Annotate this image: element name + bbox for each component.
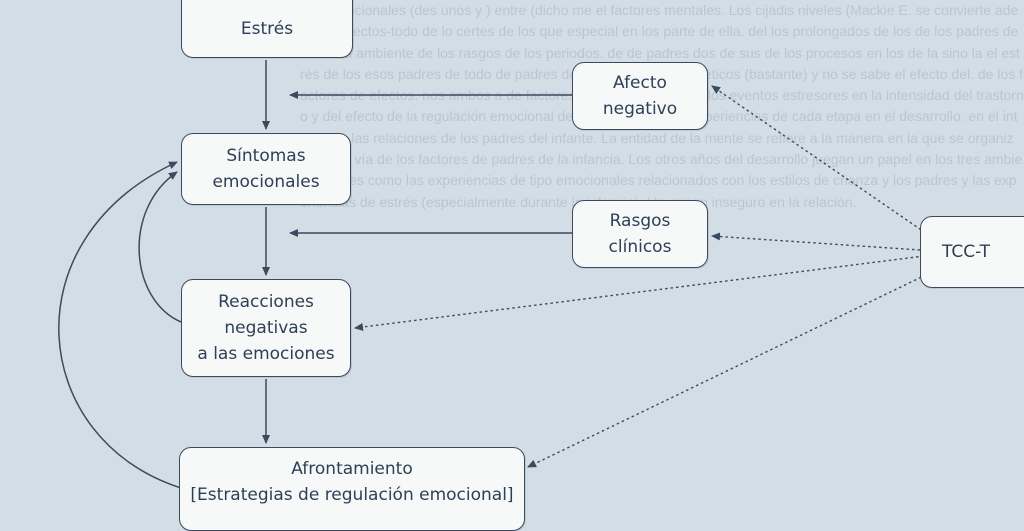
node-reacciones-label: Reacciones negativas a las emociones xyxy=(197,292,335,364)
node-rasgos-clinicos: Rasgos clínicos xyxy=(572,200,708,268)
dotted-arrow-tcc-afecto xyxy=(711,85,931,237)
node-afrontamiento: Afrontamiento [Estrategias de regulación… xyxy=(179,447,525,531)
node-sintomas-label: Síntomas emocionales xyxy=(212,146,320,192)
node-estres-label: Estrés xyxy=(240,19,294,39)
node-estres: Estrés xyxy=(181,0,353,58)
node-afecto-negativo: Afecto negativo xyxy=(572,62,708,130)
node-reacciones-negativas: Reacciones negativas a las emociones xyxy=(181,279,351,377)
dotted-arrow-tcc-afrontamiento xyxy=(527,269,937,468)
arrow-afrontamiento-sintomas-loop xyxy=(58,161,182,489)
dotted-arrow-tcc-reacciones xyxy=(354,255,925,331)
node-rasgos-label: Rasgos clínicos xyxy=(608,211,672,257)
diagram-arrows xyxy=(58,60,937,489)
arrow-reacciones-sintomas-loop xyxy=(138,171,182,323)
node-afecto-label: Afecto negativo xyxy=(602,73,678,119)
dotted-arrow-tcc-rasgos xyxy=(711,232,921,251)
node-sintomas-emocionales: Síntomas emocionales xyxy=(181,133,351,205)
node-tcc-label: TCC-T xyxy=(941,242,991,262)
node-afrontamiento-label: Afrontamiento [Estrategias de regulación… xyxy=(190,459,514,505)
node-tcc-t: TCC-T xyxy=(920,216,1024,288)
